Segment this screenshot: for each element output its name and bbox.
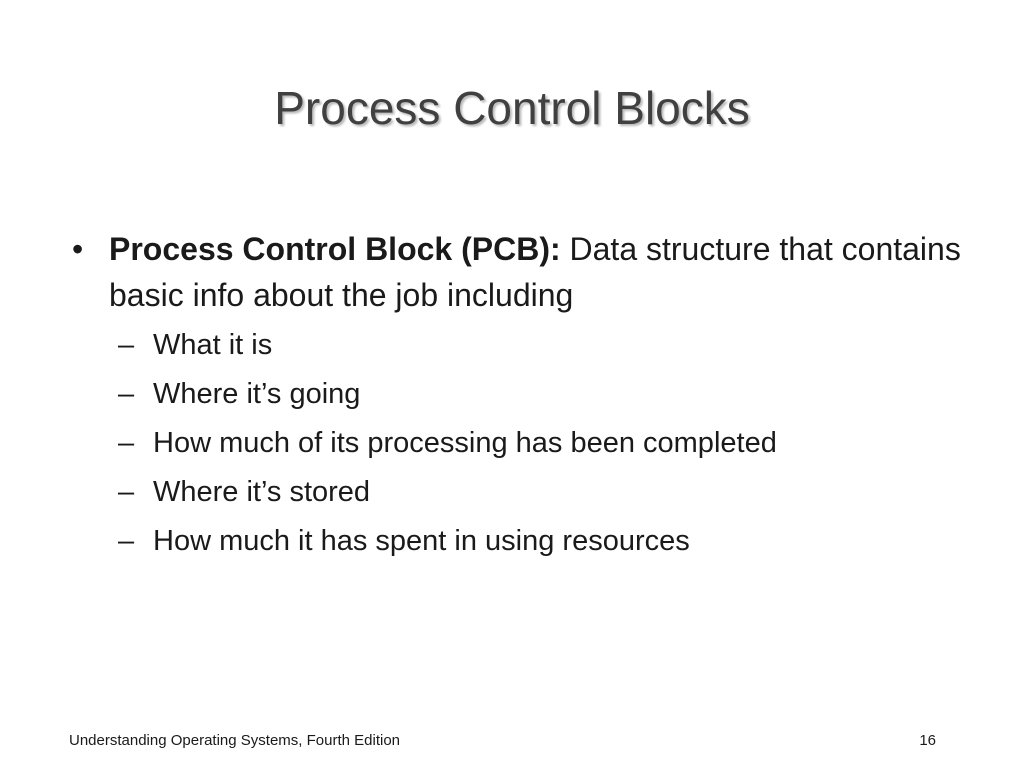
slide-title: Process Control Blocks	[274, 82, 750, 134]
pcb-term: Process Control Block (PCB):	[109, 231, 561, 267]
sub-bullet-text: Where it’s going	[153, 378, 361, 410]
dash-marker: –	[118, 476, 135, 508]
sub-bullet-item: – Where it’s going	[109, 370, 972, 419]
main-bullet: • Process Control Block (PCB): Data stru…	[72, 226, 972, 566]
sub-bullet-item: – Where it’s stored	[109, 468, 972, 517]
footer-book-title: Understanding Operating Systems, Fourth …	[69, 732, 401, 749]
bullet-marker: •	[72, 231, 84, 267]
sub-bullet-item: – How much it has spent in using resourc…	[109, 517, 972, 566]
bullet-list: • Process Control Block (PCB): Data stru…	[72, 226, 972, 566]
sub-bullet-text: What it is	[153, 329, 273, 361]
sub-bullet-list: – What it is – Where it’s going – How mu…	[109, 321, 972, 566]
sub-bullet-item: – How much of its processing has been co…	[109, 419, 972, 468]
sub-bullet-text: How much it has spent in using resources	[153, 525, 690, 557]
pcb-definition: Data structure that contains basic info …	[109, 231, 961, 313]
sub-bullet-text: How much of its processing has been comp…	[153, 427, 777, 459]
dash-marker: –	[118, 329, 135, 361]
dash-marker: –	[118, 378, 135, 410]
footer-page-number: 16	[919, 732, 936, 749]
sub-bullet-item: – What it is	[109, 321, 972, 370]
sub-bullet-text: Where it’s stored	[153, 476, 371, 508]
dash-marker: –	[118, 427, 135, 459]
dash-marker: –	[118, 525, 135, 557]
